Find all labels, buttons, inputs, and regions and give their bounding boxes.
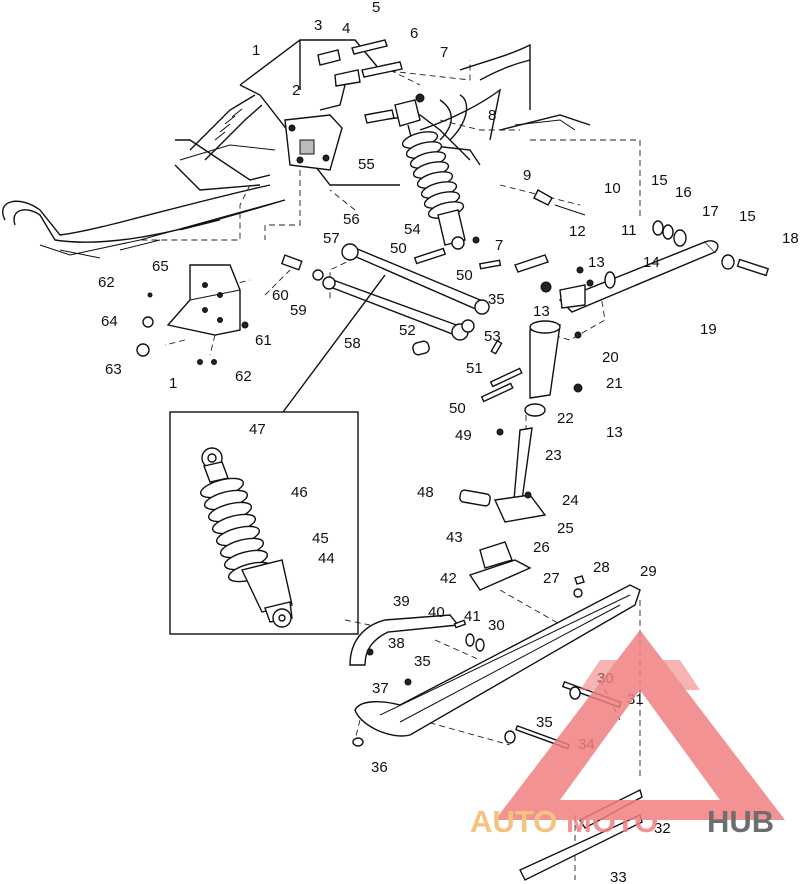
callout-4: 4: [342, 20, 350, 37]
callout-52: 52: [399, 322, 416, 339]
automotohub-watermark: AUTO MOTO HUB: [470, 630, 785, 839]
mounting-bracket: [136, 254, 324, 365]
callout-61: 61: [255, 332, 272, 349]
callout-1: 1: [252, 42, 260, 59]
callout-62b: 62: [235, 368, 252, 385]
callout-47: 47: [249, 421, 266, 438]
callout-13b: 13: [533, 303, 550, 320]
chassis-frame: [2, 39, 591, 259]
callout-1b: 1: [169, 375, 177, 392]
callout-21: 21: [606, 375, 623, 392]
callout-51: 51: [466, 360, 483, 377]
callout-14: 14: [643, 254, 660, 271]
callout-7: 7: [440, 44, 448, 61]
callout-6: 6: [410, 25, 418, 42]
callout-42: 42: [440, 570, 457, 587]
callout-9: 9: [523, 167, 531, 184]
callout-25: 25: [557, 520, 574, 537]
callout-46: 46: [291, 484, 308, 501]
callout-44: 44: [318, 550, 335, 567]
callout-12: 12: [569, 223, 586, 240]
callout-8: 8: [488, 107, 496, 124]
callout-35b: 35: [414, 653, 431, 670]
callout-43: 43: [446, 529, 463, 546]
callout-29: 29: [640, 563, 657, 580]
shock-mount-bracket: [284, 39, 425, 171]
callout-65: 65: [152, 258, 169, 275]
callout-50c: 50: [449, 400, 466, 417]
callout-40: 40: [428, 604, 445, 621]
shock-detail-inset: [169, 274, 386, 635]
callout-36: 36: [371, 759, 388, 776]
callout-3: 3: [314, 17, 322, 34]
callout-32: 32: [654, 820, 671, 837]
callout-35c: 35: [536, 714, 553, 731]
callout-24: 24: [562, 492, 579, 509]
callout-45: 45: [312, 530, 329, 547]
callout-28: 28: [593, 559, 610, 576]
callout-13a: 13: [588, 254, 605, 271]
callout-33: 33: [610, 869, 627, 884]
callout-18: 18: [782, 230, 799, 247]
callout-19: 19: [700, 321, 717, 338]
callout-50b: 50: [456, 267, 473, 284]
callout-37: 37: [372, 680, 389, 697]
spindle-assembly: [459, 189, 770, 523]
callout-63: 63: [105, 361, 122, 378]
callout-23: 23: [545, 447, 562, 464]
callout-7b: 7: [495, 237, 503, 254]
callout-50a: 50: [390, 240, 407, 257]
a-arms: [322, 236, 502, 356]
callout-64: 64: [101, 313, 118, 330]
watermark-triangle-logo: [495, 630, 785, 820]
callout-20: 20: [602, 349, 619, 366]
watermark-text-auto: AUTO: [470, 804, 557, 839]
callout-38: 38: [388, 635, 405, 652]
callout-26: 26: [533, 539, 550, 556]
callout-54: 54: [404, 221, 421, 238]
callout-27: 27: [543, 570, 560, 587]
callout-41: 41: [464, 608, 481, 625]
watermark-text-moto: MOTO: [566, 804, 658, 839]
callout-labels: 1 1 2 3 4 5 6 7 7 8 9 10 11 12 13 13 13 …: [98, 0, 799, 884]
callout-49: 49: [455, 427, 472, 444]
callout-10: 10: [604, 180, 621, 197]
callout-22: 22: [557, 410, 574, 427]
main-shock-absorber: [394, 99, 466, 250]
callout-39: 39: [393, 593, 410, 610]
watermark-text-hub: HUB: [707, 804, 774, 839]
callout-17: 17: [702, 203, 719, 220]
callout-35a: 35: [488, 291, 505, 308]
callout-58: 58: [344, 335, 361, 352]
callout-5: 5: [372, 0, 380, 16]
callout-48: 48: [417, 484, 434, 501]
callout-59: 59: [290, 302, 307, 319]
callout-62a: 62: [98, 274, 115, 291]
callout-60: 60: [272, 287, 289, 304]
callout-55: 55: [358, 156, 375, 173]
callout-15a: 15: [651, 172, 668, 189]
callout-56: 56: [343, 211, 360, 228]
callout-30a: 30: [488, 617, 505, 634]
callout-53: 53: [484, 328, 501, 345]
callout-13c: 13: [606, 424, 623, 441]
callout-15b: 15: [739, 208, 756, 225]
callout-11: 11: [621, 222, 637, 239]
callout-57: 57: [323, 230, 340, 247]
callout-16: 16: [675, 184, 692, 201]
callout-2: 2: [292, 82, 300, 99]
